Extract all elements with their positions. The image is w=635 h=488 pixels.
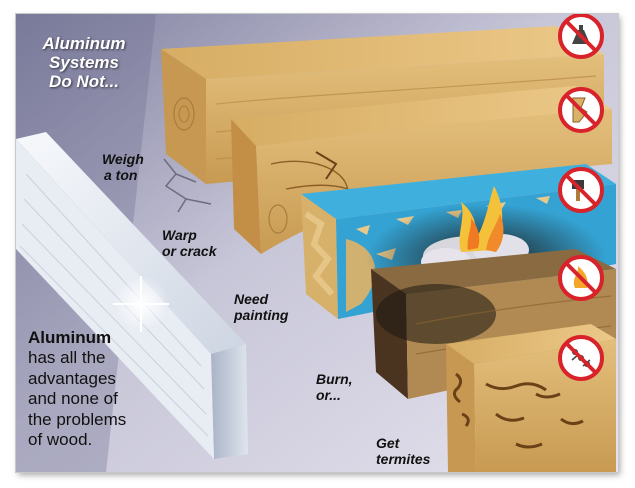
heading-line-1: Aluminum (42, 34, 126, 53)
aluminum-claim-line-1: Aluminum (28, 328, 112, 347)
aluminum-claim-line-2: has all the (28, 348, 106, 368)
illustration-panel: Aluminum Systems Do Not... Weigh a ton W… (16, 14, 618, 472)
label-termites: Get termites (376, 435, 431, 467)
no-weight-icon (558, 14, 604, 59)
no-termite-icon (558, 335, 604, 381)
floor-crack (163, 158, 212, 213)
aluminum-beam (16, 132, 248, 459)
illustration-art (16, 14, 618, 472)
label-weigh: Weigh a ton (102, 151, 144, 183)
aluminum-claim: Aluminum has all the advantages and none… (28, 328, 126, 450)
label-termites-line-1: Get (376, 435, 400, 451)
label-burn-line-1: Burn, (316, 371, 353, 387)
label-warp: Warp or crack (162, 227, 217, 259)
aluminum-claim-line-6: of wood. (28, 429, 93, 449)
label-termites-line-2: termites (376, 450, 431, 467)
heading-line-2: Systems (49, 53, 119, 73)
label-weigh-line-2: a ton (104, 166, 138, 183)
no-fire-icon (558, 255, 604, 301)
label-paint-line-1: Need (234, 291, 269, 307)
heading: Aluminum Systems Do Not... (24, 34, 144, 91)
no-paint-icon (558, 167, 604, 213)
label-paint-line-2: painting (234, 306, 289, 323)
aluminum-claim-line-4: and none of (28, 389, 118, 409)
label-warp-line-1: Warp (162, 227, 197, 243)
label-paint: Need painting (234, 291, 289, 323)
label-weigh-line-1: Weigh (102, 151, 144, 167)
heading-line-3: Do Not... (49, 72, 119, 92)
label-warp-line-2: or crack (162, 242, 217, 259)
aluminum-claim-line-5: the problems (28, 409, 127, 429)
no-crack-icon (558, 87, 604, 133)
label-burn-line-2: or... (316, 386, 341, 403)
label-burn: Burn, or... (316, 371, 353, 403)
aluminum-claim-line-3: advantages (28, 368, 116, 388)
